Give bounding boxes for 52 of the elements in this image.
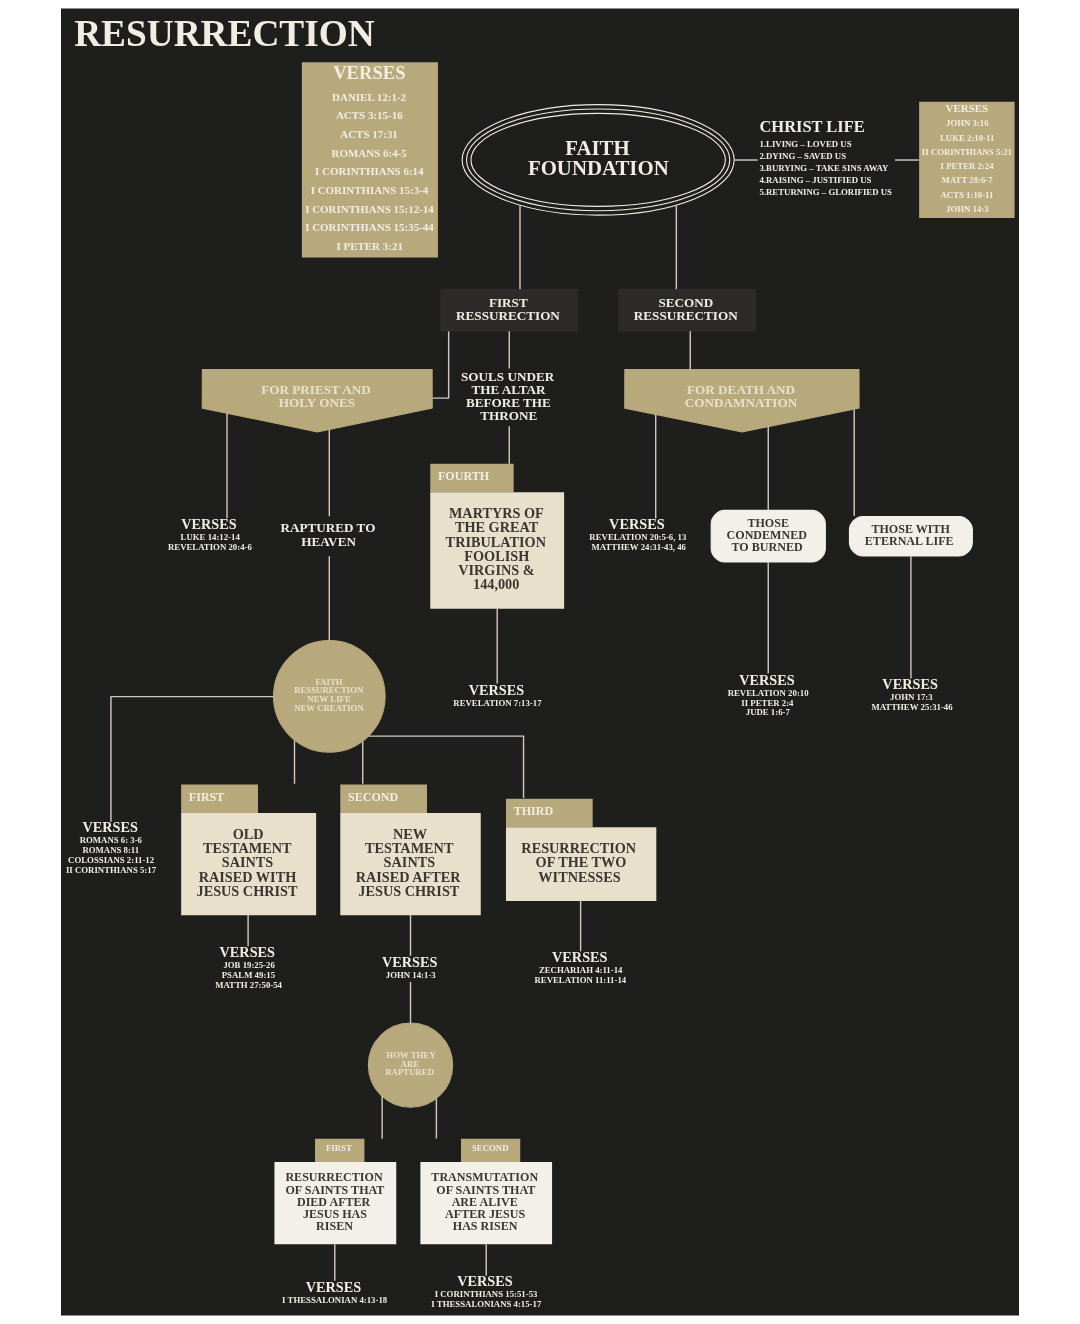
node-ellipse: FAITH FOUNDATION	[461, 104, 735, 216]
connector	[655, 413, 657, 520]
node-text: CHRIST LIFE 1.LIVING – LOVED US 2.DYING – SAVED US 3.BURYING – TAKE SINS AWAY 4.RAISING – JUSTIFIED US 5.RETURNING – GLORIFIED US	[759, 117, 892, 198]
connector	[675, 204, 678, 290]
connector	[910, 555, 912, 680]
connector	[767, 426, 769, 511]
node-text: VERSES JOB 19:25-26 PSALM 49:15 MATTH 27:50-54	[215, 944, 282, 991]
connector	[508, 425, 510, 465]
node-text: VERSES I CORINTHIANS 15:51-53 I THESSALONIANS 4:15-17	[431, 1273, 542, 1310]
connector	[362, 740, 364, 785]
node-text: VERSES JOHN 17:3 MATTHEW 25:31-46	[871, 676, 953, 712]
connector	[367, 735, 525, 799]
connector	[519, 204, 521, 290]
node-text: VERSES LUKE 14:12-14 REVELATION 20:4-6	[167, 515, 252, 552]
connector	[767, 561, 769, 675]
connector	[853, 408, 855, 517]
diagram-title: RESURRECTION	[74, 12, 375, 54]
connector	[226, 412, 228, 519]
connector	[508, 330, 510, 370]
connector	[435, 1097, 438, 1140]
connector	[409, 914, 412, 957]
connector	[110, 695, 275, 823]
node-text: VERSES REVELATION 20:10 II PETER 2:4 JUDE 1:6-7	[727, 671, 809, 718]
node-text: VERSES ZECHARIAH 4:11-14 REVELATION 11:11-14	[534, 948, 627, 985]
connector	[328, 555, 331, 641]
node-text: SOULS UNDER THE ALTAR BEFORE THE THRONE	[460, 368, 555, 424]
node-box: SECOND RESSURECTION	[617, 288, 757, 332]
connector	[381, 1095, 383, 1140]
node-text: VERSES ROMANS 6: 3-6 ROMANS 8:11 COLOSSIANS 2:11-12 II CORINTHIANS 5:17	[65, 819, 157, 875]
connector	[485, 1243, 487, 1277]
node-text: VERSES REVELATION 20:5-6, 13 MATTHEW 24:31-43, 46	[589, 515, 687, 552]
connector	[328, 428, 331, 517]
connector	[496, 608, 498, 685]
node-text: RAPTURED TO HEAVEN	[280, 520, 376, 549]
node-text: VERSES REVELATION 7:13-17	[453, 681, 542, 708]
node-box: VERSES JOHN 3:16 LUKE 2:10-11 II CORINTHIANS 5:21 I PETER 2:24 MATT 28:6-7 ACTS 1:10-11 JOHN 14:3	[919, 101, 1015, 219]
connector	[334, 1243, 336, 1282]
connector	[894, 159, 920, 161]
connector	[293, 739, 296, 785]
connector	[689, 330, 691, 370]
node-box: THOSE WITH ETERNAL LIFE	[848, 515, 973, 557]
node-text: VERSES I THESSALONIAN 4:13-18	[282, 1278, 388, 1305]
node-circle: HOW THEY ARE RAPTURED	[367, 1022, 454, 1108]
node-box: FIRST RESSURECTION	[440, 288, 579, 332]
node-circle: FAITH RESSURECTION NEW LIFE NEW CREATION	[273, 640, 386, 753]
node-text: VERSES JOHN 14:1-3	[381, 954, 438, 981]
connector	[247, 914, 249, 947]
connector	[409, 981, 412, 1024]
node-box: VERSES DANIEL 12:1-2 ACTS 3:15-16 ACTS 17:31 ROMANS 6:4-5 I CORINTHIANS 6:14 I CORINTHIANS 15:3-4 I CORINTHIANS 15:12-14 I CORINTHIANS 15:35-44 I PETER 3:21	[301, 62, 438, 258]
connector	[579, 899, 582, 952]
node-box: THOSE CONDEMNED TO BURNED	[710, 509, 826, 563]
connector	[733, 159, 759, 161]
